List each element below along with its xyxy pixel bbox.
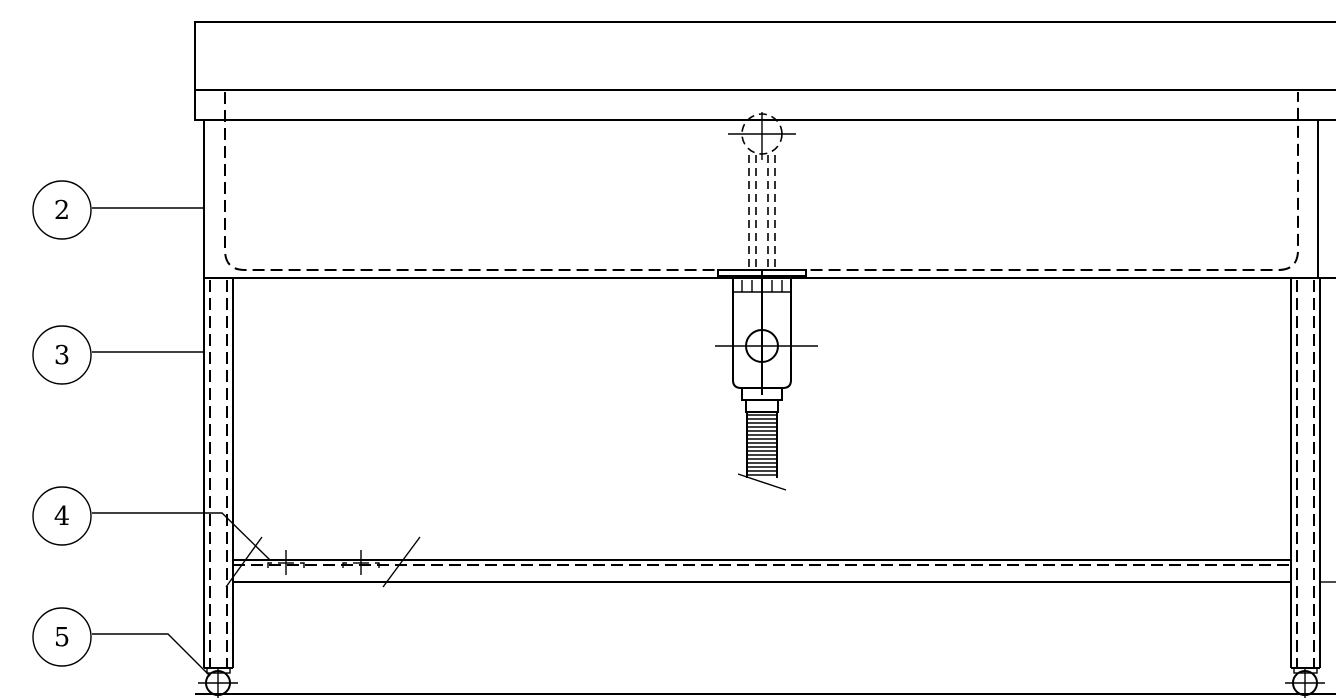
- drain-assembly: [715, 269, 818, 413]
- caster-right: [1285, 667, 1325, 698]
- callout-2: 2: [32, 180, 204, 240]
- leg-left: [203, 278, 234, 669]
- callout-3: 3: [32, 325, 204, 385]
- callout-3-label: 3: [54, 341, 71, 371]
- drain-hose: [737, 412, 787, 491]
- callout-5: 5: [32, 607, 211, 677]
- callout-4: 4: [32, 486, 271, 561]
- sink-body: [203, 120, 1336, 279]
- callout-4-label: 4: [54, 502, 71, 532]
- faucet-hidden: [728, 112, 796, 272]
- bottom-shelf: [233, 559, 1336, 583]
- leg-right: [1290, 278, 1321, 669]
- callout-5-label: 5: [54, 623, 71, 653]
- backsplash-panel: [194, 21, 1336, 121]
- callout-2-label: 2: [54, 196, 71, 226]
